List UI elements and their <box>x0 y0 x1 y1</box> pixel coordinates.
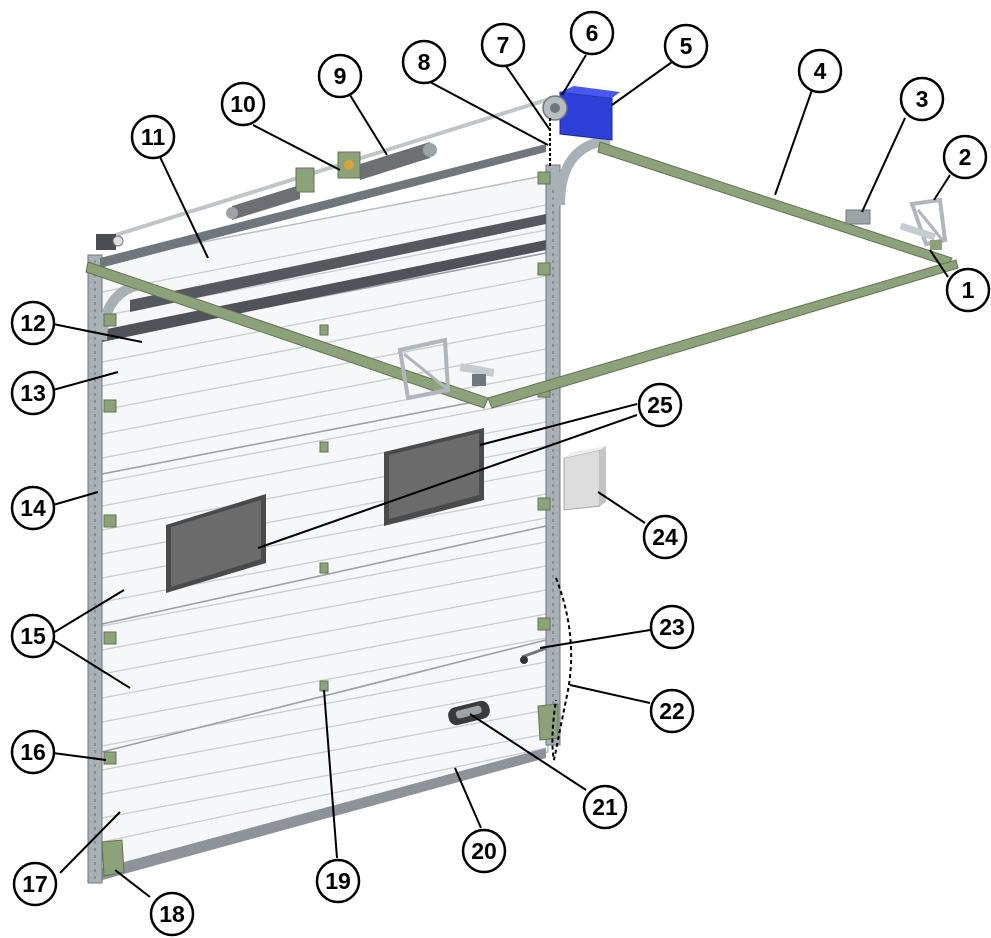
callout-15: 15 <box>10 613 56 659</box>
callout-10: 10 <box>220 81 266 127</box>
top-header-beam <box>100 144 546 312</box>
callout-14-label: 14 <box>20 495 46 521</box>
callout-11: 11 <box>130 114 176 160</box>
ceiling-hanger-center <box>397 337 495 401</box>
callout-25: 25 <box>637 382 683 428</box>
drive-motor <box>542 86 620 141</box>
callout-11-label: 11 <box>141 124 166 150</box>
callout-4-label: 4 <box>814 58 827 84</box>
callout-25-label: 25 <box>647 392 673 418</box>
callout-12: 12 <box>10 300 56 346</box>
callout-6: 6 <box>569 10 615 56</box>
callout-24: 24 <box>642 514 688 560</box>
callout-19: 19 <box>315 858 361 904</box>
leader-lines <box>52 54 951 898</box>
callout-3-label: 3 <box>916 86 929 112</box>
torsion-shaft <box>99 98 547 242</box>
callout-7: 7 <box>480 22 526 68</box>
callout-16: 16 <box>10 729 56 775</box>
callout-5-label: 5 <box>680 33 693 59</box>
callout-23: 23 <box>649 604 695 650</box>
callout-4: 4 <box>797 48 843 94</box>
callout-18-label: 18 <box>159 901 185 927</box>
section-hinges <box>319 324 329 692</box>
callout-7-label: 7 <box>497 32 510 58</box>
callout-13: 13 <box>10 370 56 416</box>
callout-19-label: 19 <box>325 868 351 894</box>
callout-13-label: 13 <box>20 380 46 406</box>
callouts: 1 2 3 4 5 6 7 8 9 10 11 12 13 14 15 16 1… <box>10 10 991 937</box>
callout-22-label: 22 <box>659 698 685 724</box>
callout-6-label: 6 <box>586 20 599 46</box>
door-leaf <box>99 174 553 881</box>
horizontal-tracks <box>85 141 959 409</box>
ceiling-hanger-right <box>899 197 948 250</box>
callout-16-label: 16 <box>20 739 46 765</box>
callout-9-label: 9 <box>334 63 347 89</box>
callout-3: 3 <box>899 76 945 122</box>
callout-22: 22 <box>649 688 695 734</box>
center-bearing <box>295 151 361 193</box>
callout-2: 2 <box>942 134 988 180</box>
callout-2-label: 2 <box>959 144 972 170</box>
cable-drum-left <box>96 234 124 250</box>
callout-8: 8 <box>401 39 447 85</box>
top-seal-profile <box>102 240 546 342</box>
callout-24-label: 24 <box>652 524 678 550</box>
bottom-brackets <box>101 703 559 877</box>
spiral-cable <box>551 577 573 761</box>
callout-21: 21 <box>582 784 628 830</box>
callout-23-label: 23 <box>659 614 685 640</box>
callout-21-label: 21 <box>592 794 618 820</box>
callout-15-label: 15 <box>20 623 46 649</box>
callout-17: 17 <box>12 861 58 907</box>
control-box <box>563 446 606 511</box>
callout-17-label: 17 <box>22 871 48 897</box>
left-vertical-rail <box>87 254 142 884</box>
track-clamp <box>845 209 871 225</box>
callout-20: 20 <box>461 828 507 874</box>
callout-18: 18 <box>149 891 195 937</box>
callout-1: 1 <box>945 267 991 313</box>
springs <box>226 142 437 220</box>
window-left <box>166 494 266 593</box>
callout-1-label: 1 <box>962 277 975 303</box>
callout-5: 5 <box>663 23 709 69</box>
bottom-profile <box>102 748 546 880</box>
callout-9: 9 <box>317 53 363 99</box>
callout-10-label: 10 <box>230 91 256 117</box>
callout-14: 14 <box>10 485 56 531</box>
window-right <box>384 428 484 526</box>
callout-20-label: 20 <box>471 838 497 864</box>
callout-12-label: 12 <box>20 310 46 336</box>
right-vertical-rail <box>545 135 611 746</box>
callout-8-label: 8 <box>418 49 431 75</box>
